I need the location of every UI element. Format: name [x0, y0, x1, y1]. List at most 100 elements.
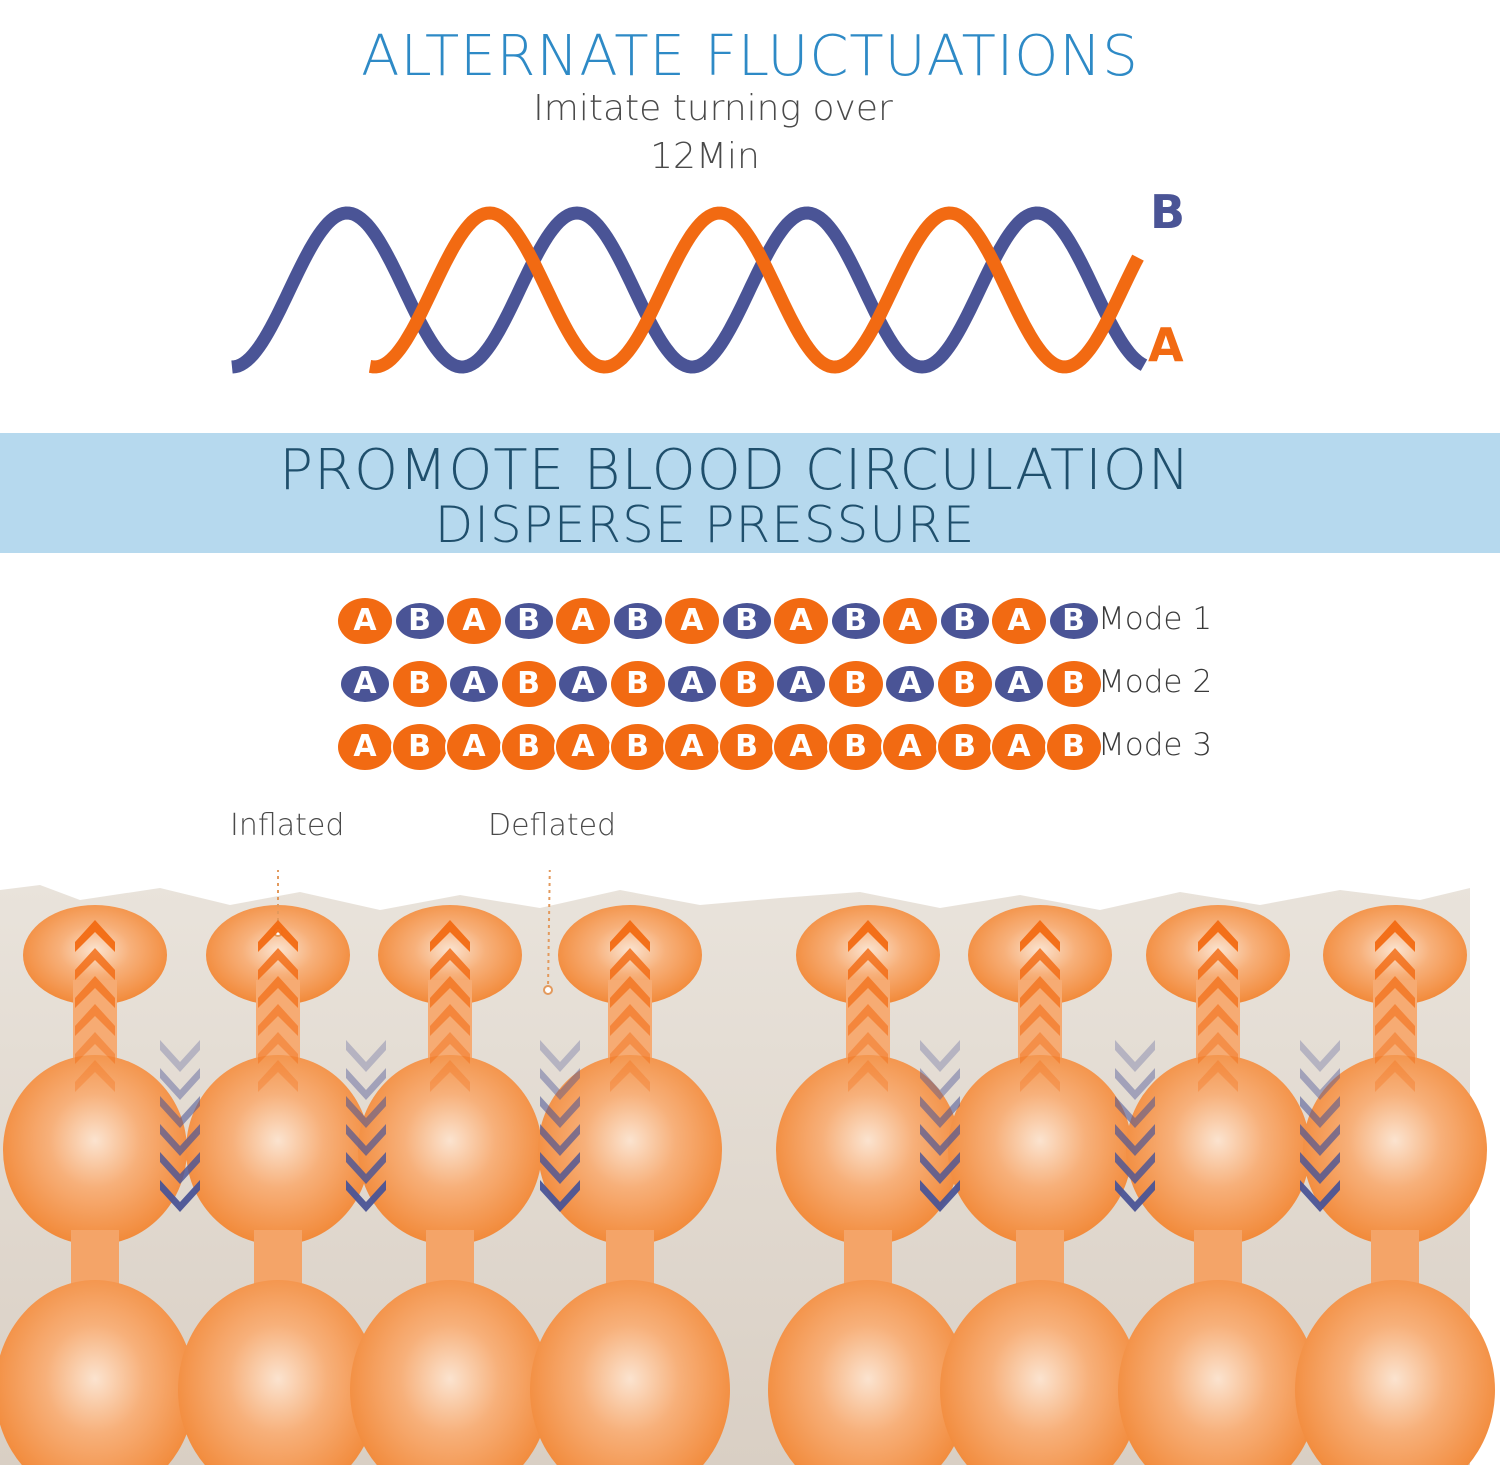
chevron-up-icon: [75, 1032, 115, 1064]
mode-cell-b: B: [826, 659, 885, 709]
chevron-up-icon: [1198, 920, 1238, 952]
mode-cell-b: B: [608, 722, 667, 772]
inflated-cell-body: [1295, 1280, 1495, 1469]
mode-cell-a: A: [884, 664, 936, 704]
chevron-up-icon: [848, 1032, 888, 1064]
mode-cell-a: A: [772, 722, 830, 772]
chevron-down-icon: [346, 1180, 386, 1212]
chevron-up-icon: [1020, 976, 1060, 1008]
chevron-up-icon: [848, 1004, 888, 1036]
chevron-up-icon: [1020, 1060, 1060, 1092]
chevron-down-icon: [1300, 1096, 1340, 1128]
mode-cell-b: B: [720, 601, 773, 641]
chevron-down-icon: [540, 1040, 580, 1072]
chevron-down-icon: [1300, 1180, 1340, 1212]
chevron-down-icon: [1115, 1124, 1155, 1156]
chevron-up-icon: [1375, 920, 1415, 952]
chevron-up-icon: [1198, 1004, 1238, 1036]
mode-cell-a: A: [772, 596, 830, 646]
chevron-up-icon: [610, 920, 650, 952]
inflated-cell-body: [538, 1055, 722, 1245]
chevron-down-icon: [540, 1068, 580, 1100]
mode-cell-b: B: [502, 601, 555, 641]
mode-cell-b: B: [499, 722, 558, 772]
inflated-cell-body: [1303, 1055, 1487, 1245]
mode-cell-a: A: [554, 722, 612, 772]
chevron-up-icon: [848, 920, 888, 952]
mode-label-2: Mode 2: [1098, 664, 1213, 700]
chevron-down-icon: [160, 1180, 200, 1212]
chevron-up-icon: [1198, 948, 1238, 980]
mode-cell-b: B: [829, 601, 882, 641]
chevron-down-icon: [920, 1152, 960, 1184]
chevron-down-icon: [1115, 1152, 1155, 1184]
chevron-up-icon: [75, 920, 115, 952]
chevron-down-icon: [346, 1096, 386, 1128]
chevron-down-icon: [160, 1152, 200, 1184]
inflated-cell-body: [940, 1280, 1140, 1469]
chevron-down-icon: [160, 1096, 200, 1128]
wave-label-b: B: [1150, 185, 1186, 239]
inflated-cell-body: [178, 1280, 378, 1469]
band-subheading: DISPERSE PRESSURE: [434, 496, 976, 554]
mode-cell-a: A: [881, 596, 939, 646]
wave-graphic: [231, 206, 1148, 374]
chevron-down-icon: [540, 1124, 580, 1156]
chevron-up-icon: [430, 976, 470, 1008]
chevron-down-icon: [346, 1068, 386, 1100]
mode-cell-b: B: [1044, 722, 1103, 772]
mode-cell-b: B: [1044, 659, 1103, 709]
chevron-down-icon: [920, 1096, 960, 1128]
chevron-down-icon: [920, 1124, 960, 1156]
wave-label-a: A: [1148, 318, 1184, 372]
mode-cell-a: A: [448, 664, 500, 704]
mode-cell-a: A: [993, 664, 1045, 704]
mode-cell-a: A: [336, 722, 394, 772]
mode-cell-b: B: [499, 659, 558, 709]
chevron-up-icon: [258, 920, 298, 952]
chevron-down-icon: [1300, 1068, 1340, 1100]
flow-arrows: [75, 920, 1415, 1212]
chevron-up-icon: [1375, 1060, 1415, 1092]
chevron-down-icon: [160, 1068, 200, 1100]
chevron-up-icon: [1375, 976, 1415, 1008]
mode-cell-a: A: [339, 664, 391, 704]
inflated-cell-body: [0, 1280, 195, 1469]
chevron-up-icon: [258, 1032, 298, 1064]
chevron-up-icon: [258, 1004, 298, 1036]
chevron-up-icon: [610, 948, 650, 980]
chevron-up-icon: [75, 1060, 115, 1092]
wave-a-line: [368, 206, 1144, 374]
mode-cell-a: A: [445, 722, 503, 772]
chevron-down-icon: [540, 1180, 580, 1212]
chevron-down-icon: [1115, 1068, 1155, 1100]
chevron-up-icon: [1198, 1032, 1238, 1064]
inflated-cell-body: [3, 1055, 187, 1245]
mattress-graphic: [0, 854, 1495, 1469]
inflated-cell-body: [768, 1280, 968, 1469]
mode-cell-a: A: [990, 596, 1048, 646]
mode-cell-a: A: [666, 664, 718, 704]
mode-cell-a: A: [557, 664, 609, 704]
mode-cell-b: B: [935, 722, 994, 772]
subtitle-line1: Imitate turning over: [533, 88, 893, 129]
chevron-up-icon: [848, 976, 888, 1008]
chevron-down-icon: [160, 1040, 200, 1072]
chevron-up-icon: [610, 1032, 650, 1064]
inflated-cell-body: [776, 1055, 960, 1245]
mode-cell-b: B: [1047, 601, 1100, 641]
chevron-down-icon: [346, 1124, 386, 1156]
mode-cell-b: B: [826, 722, 885, 772]
mode-cell-a: A: [336, 596, 394, 646]
chevron-up-icon: [1198, 976, 1238, 1008]
mode-cell-a: A: [445, 596, 503, 646]
chevron-down-icon: [1115, 1180, 1155, 1212]
chevron-up-icon: [1020, 1032, 1060, 1064]
mode-cell-b: B: [390, 722, 449, 772]
chevron-down-icon: [1300, 1040, 1340, 1072]
mode-cell-a: A: [663, 596, 721, 646]
page-title: ALTERNATE FLUCTUATIONS: [361, 24, 1139, 89]
chevron-up-icon: [610, 1004, 650, 1036]
inflated-cell-body: [358, 1055, 542, 1245]
chevron-up-icon: [1020, 1004, 1060, 1036]
